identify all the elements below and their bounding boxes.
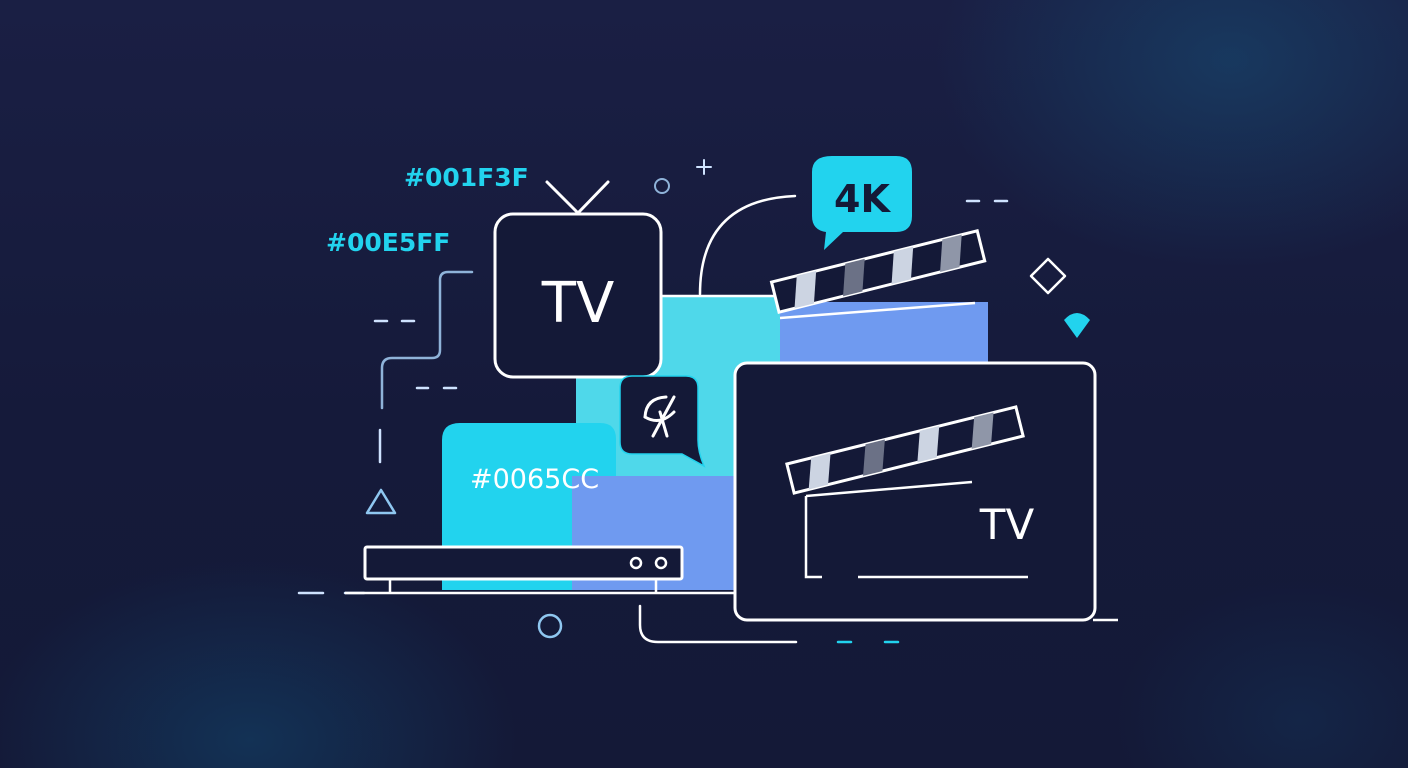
big-monitor — [733, 361, 1097, 622]
satellite-bubble — [619, 375, 706, 468]
arc-line — [698, 194, 797, 296]
plus-icon — [696, 159, 712, 175]
tv-antenna-icon — [493, 180, 663, 379]
hex-label-top: #001F3F — [404, 163, 529, 192]
small-circle-icon — [654, 178, 670, 194]
clapperboard-icon-inner — [785, 405, 1028, 579]
wifi-signal-icon — [1064, 313, 1090, 338]
blue-panel-top — [780, 302, 988, 364]
hex-label-mid: #00E5FF — [326, 228, 450, 257]
decorative-lines — [297, 199, 1009, 595]
triangle-icon — [365, 488, 397, 515]
clapperboard-icon — [769, 228, 987, 320]
set-top-box — [363, 545, 684, 592]
satellite-dish-icon — [643, 395, 676, 438]
tv-box-label: TV — [541, 271, 615, 336]
tv-big-label: TV — [979, 500, 1035, 549]
diamond-icon — [1029, 257, 1067, 295]
4k-badge — [812, 156, 912, 250]
connector-line — [380, 270, 474, 410]
badge-4k-label: 4K — [834, 177, 891, 221]
circle-icon — [537, 613, 563, 639]
bottom-curve-line — [638, 604, 798, 644]
hex-label-panel: #0065CC — [470, 464, 599, 495]
